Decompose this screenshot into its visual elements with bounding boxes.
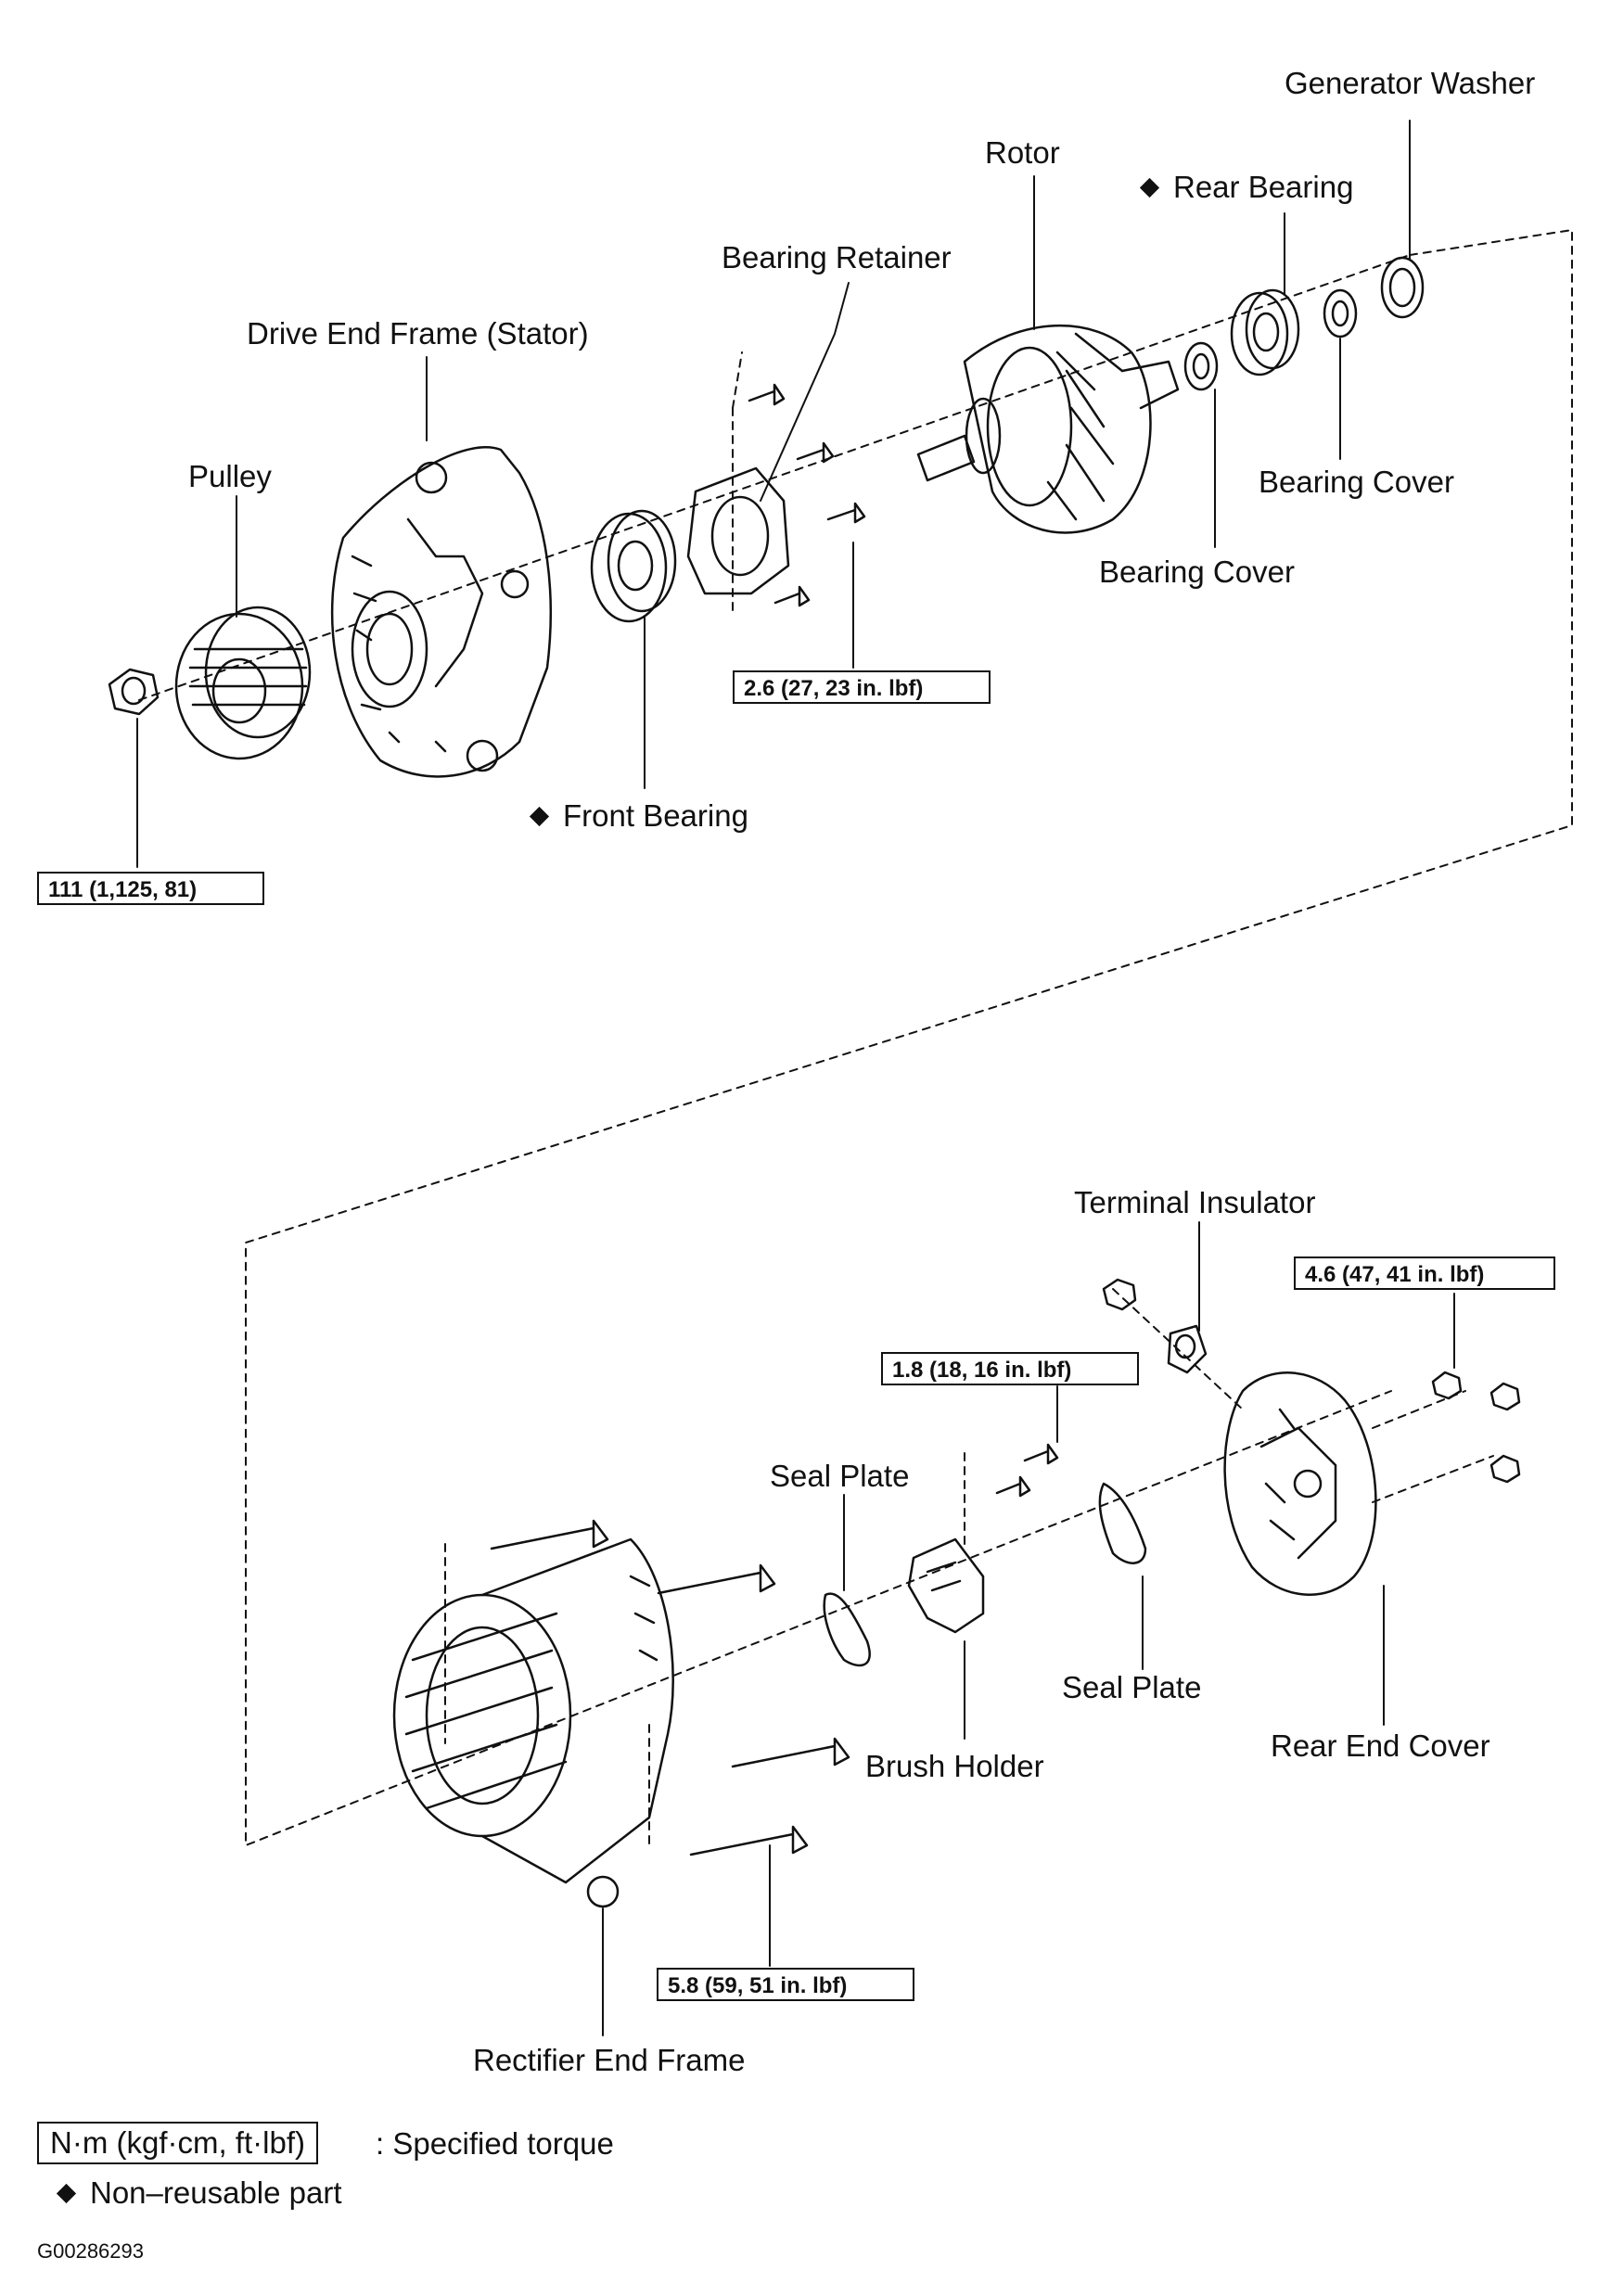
pulley-nut	[108, 668, 160, 716]
non-reusable-icon	[56, 2183, 77, 2203]
label-rear-end-cover: Rear End Cover	[1271, 1728, 1490, 1763]
seal-plate-1	[823, 1592, 871, 1667]
rear-end-cover	[1223, 1371, 1377, 1596]
rear-cover-nuts	[1431, 1371, 1521, 1484]
generator-washer	[1380, 256, 1425, 319]
non-reusable-icon	[529, 806, 550, 826]
label-bearing-cover-2: Bearing Cover	[1259, 465, 1454, 499]
torque-pulley-nut: 111 (1,125, 81)	[37, 872, 264, 905]
rotor	[916, 324, 1180, 534]
label-pulley: Pulley	[188, 459, 272, 493]
legend-non-reusable: Non–reusable part	[56, 2175, 342, 2212]
through-bolts	[490, 1519, 850, 1856]
legend-torque-meaning: : Specified torque	[376, 2126, 614, 2161]
label-rectifier-end-frame: Rectifier End Frame	[473, 2043, 746, 2077]
retainer-screws	[748, 383, 866, 607]
label-brush-holder: Brush Holder	[865, 1749, 1044, 1783]
legend-torque-unit: N·m (kgf·cm, ft·lbf)	[37, 2122, 318, 2164]
label-drive-end-frame: Drive End Frame (Stator)	[247, 316, 589, 351]
label-rear-bearing: Rear Bearing	[1139, 169, 1353, 206]
drive-end-frame	[330, 446, 552, 778]
terminal-insulator	[1167, 1324, 1208, 1374]
bearing-cover-1	[1183, 341, 1219, 391]
non-reusable-icon	[1139, 177, 1160, 198]
figure-code: G00286293	[37, 2239, 144, 2263]
label-bearing-retainer: Bearing Retainer	[722, 240, 952, 274]
assembly-axis	[138, 229, 1573, 1851]
front-bearing	[590, 509, 677, 623]
label-terminal-insulator: Terminal Insulator	[1074, 1185, 1316, 1219]
rear-bearing	[1230, 288, 1300, 376]
label-seal-plate-1: Seal Plate	[770, 1459, 910, 1493]
label-bearing-cover-1: Bearing Cover	[1099, 555, 1295, 589]
label-front-bearing: Front Bearing	[529, 797, 748, 835]
seal-plate-2	[1098, 1482, 1147, 1564]
label-seal-plate-2: Seal Plate	[1062, 1670, 1202, 1704]
label-generator-washer: Generator Washer	[1285, 66, 1536, 100]
rectifier-end-frame	[392, 1537, 674, 1908]
leader-lines	[136, 120, 1455, 2036]
terminal-nut	[1102, 1278, 1137, 1311]
brush-holder	[907, 1537, 985, 1634]
brush-holder-screws	[995, 1443, 1059, 1498]
pulley	[174, 606, 312, 760]
torque-brush-holder-screws: 1.8 (18, 16 in. lbf)	[881, 1352, 1139, 1385]
torque-through-bolts: 5.8 (59, 51 in. lbf)	[657, 1968, 914, 2001]
torque-retainer-screws: 2.6 (27, 23 in. lbf)	[733, 670, 991, 704]
label-rotor: Rotor	[985, 135, 1060, 170]
bearing-cover-2	[1323, 288, 1358, 338]
bearing-retainer	[686, 466, 790, 595]
torque-rear-cover-nuts: 4.6 (47, 41 in. lbf)	[1294, 1256, 1555, 1290]
